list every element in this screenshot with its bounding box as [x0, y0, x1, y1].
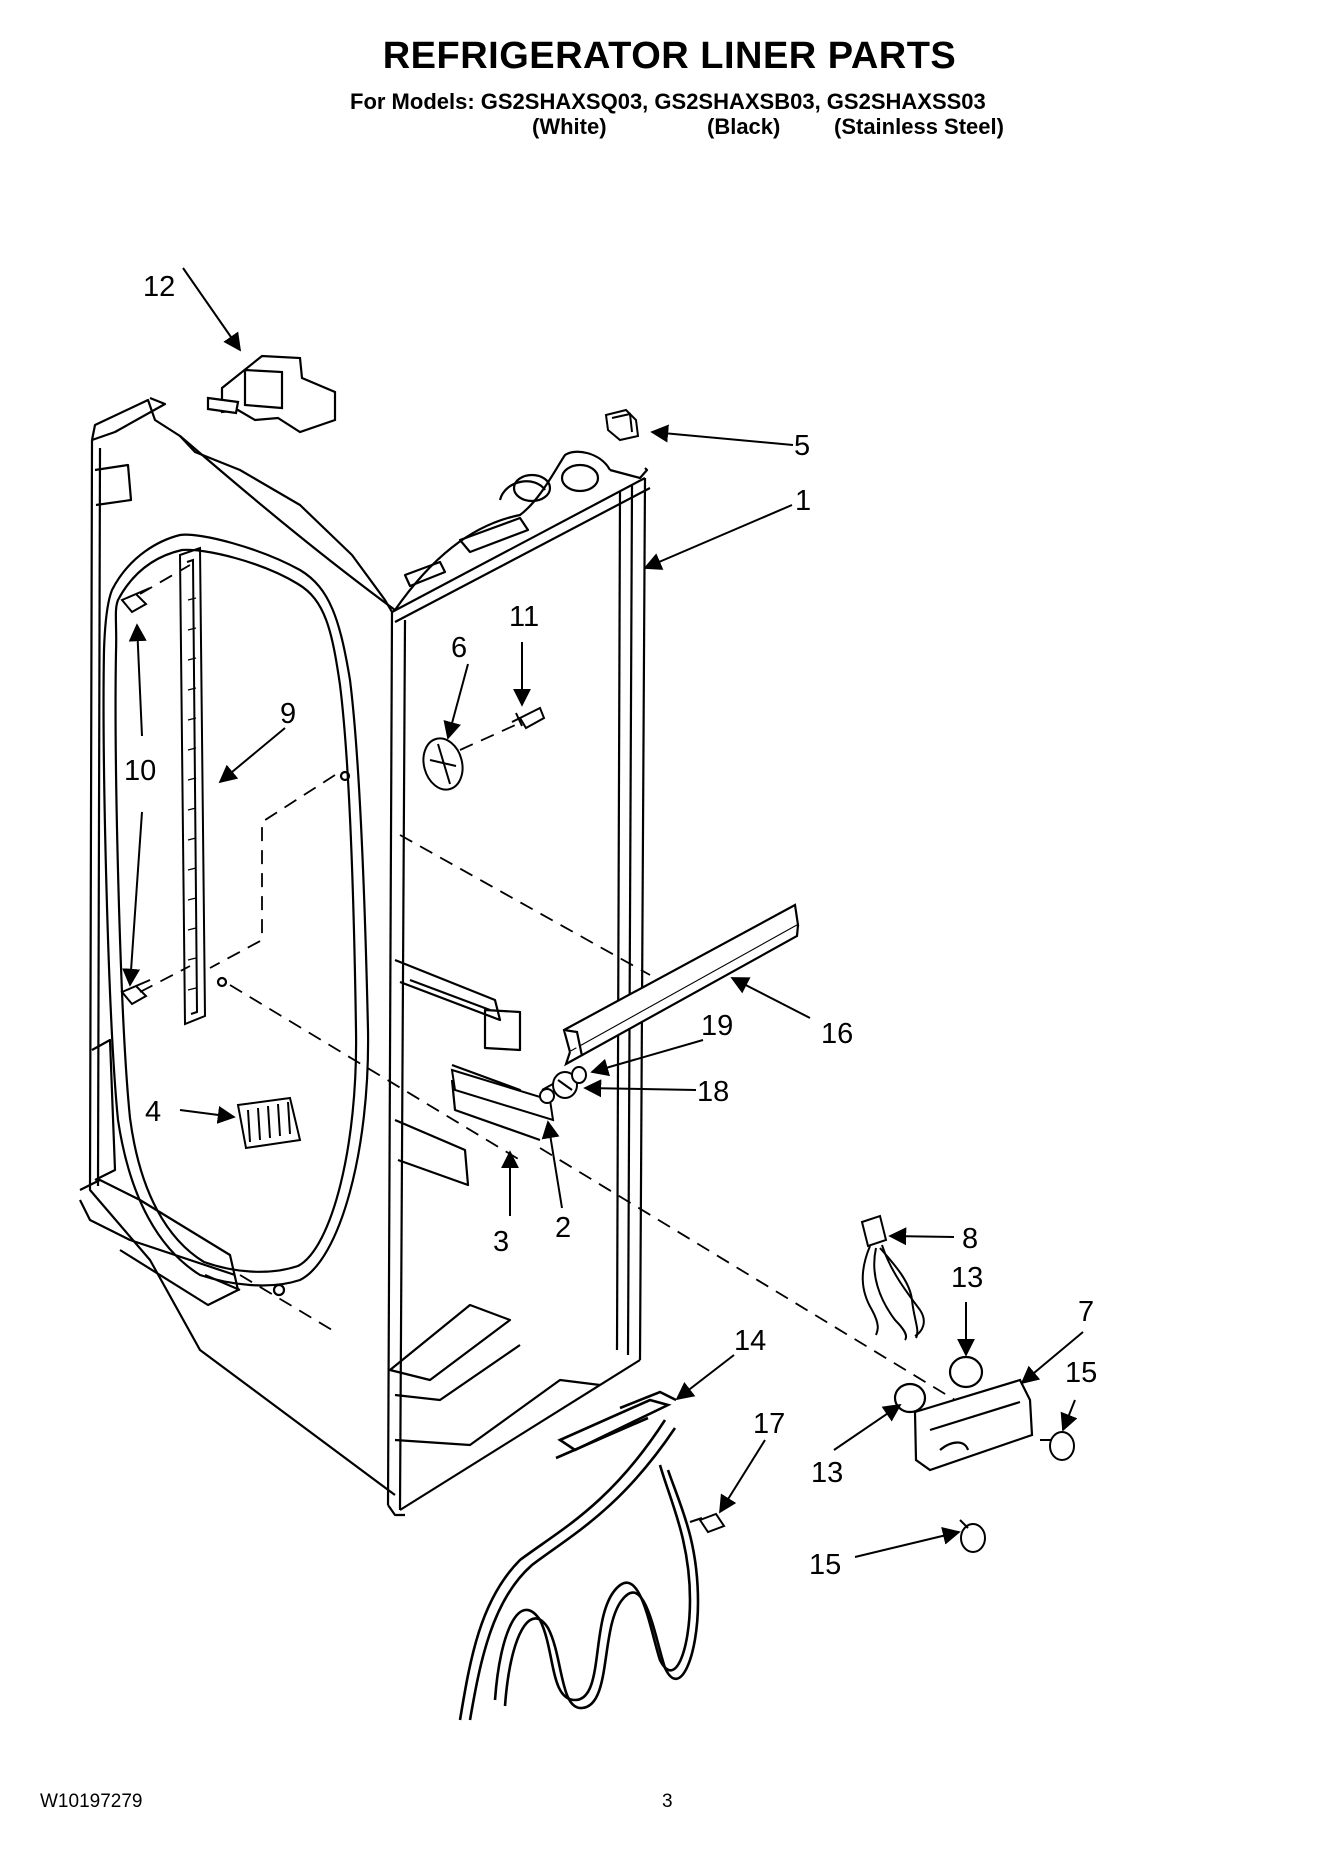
callout-15-upper: 15: [1065, 1357, 1097, 1389]
callout-labels: 12 5 1 11 6 9 10 16 19 18 4 3 2 8 13 7 1…: [124, 271, 1097, 1581]
page-number: 3: [662, 1791, 673, 1812]
page-title: REFRIGERATOR LINER PARTS: [382, 35, 957, 77]
callout-1: 1: [795, 485, 811, 517]
damper-knob-part-6: [422, 737, 464, 791]
control-housing: [206, 354, 337, 434]
callout-11: 11: [509, 601, 539, 633]
callout-19: 19: [701, 1010, 733, 1042]
callout-7: 7: [1078, 1296, 1094, 1328]
channel-part-16: [562, 903, 800, 1067]
callout-10: 10: [124, 755, 156, 787]
bracket-part-2-3: [450, 1068, 561, 1122]
grille-part-4: [236, 1096, 302, 1150]
variant-white: (White): [532, 114, 607, 139]
doc-number: W10197279: [40, 1791, 143, 1812]
screw-part-10-bottom: [120, 979, 151, 1006]
callout-leaders: [122, 267, 1084, 1558]
dashed-guides: [139, 564, 956, 1401]
clip-part-5: [604, 408, 640, 442]
callout-5: 5: [794, 430, 810, 462]
callout-15-lower: 15: [809, 1549, 841, 1581]
liner-cabinet: [79, 396, 651, 1517]
callout-8: 8: [962, 1223, 978, 1255]
callout-12: 12: [143, 271, 175, 303]
socket-part-18-19: [552, 1066, 587, 1099]
variant-stainless: (Stainless Steel): [834, 114, 1004, 139]
callout-16: 16: [821, 1018, 853, 1050]
screws-part-15: [959, 1431, 1075, 1553]
callout-3: 3: [493, 1226, 509, 1258]
screw-part-17: [689, 1512, 726, 1534]
screw-part-11: [511, 706, 546, 730]
callout-18: 18: [697, 1076, 729, 1108]
callout-13-upper: 13: [951, 1262, 983, 1294]
callout-2: 2: [555, 1212, 571, 1244]
callout-4: 4: [145, 1096, 161, 1128]
callout-6: 6: [451, 632, 467, 664]
callout-13-lower: 13: [811, 1457, 843, 1489]
callout-17: 17: [753, 1408, 785, 1440]
light-housing-part-7: [893, 1355, 1034, 1472]
shelf-ladder-rail: [178, 546, 207, 1026]
wire-harness-part-8: [860, 1214, 925, 1341]
callout-14: 14: [734, 1325, 766, 1357]
models-line: For Models: GS2SHAXSQ03, GS2SHAXSB03, GS…: [350, 89, 986, 114]
defrost-heater-part-14: [458, 1390, 700, 1721]
callout-9: 9: [280, 698, 296, 730]
variant-black: (Black): [707, 114, 781, 139]
